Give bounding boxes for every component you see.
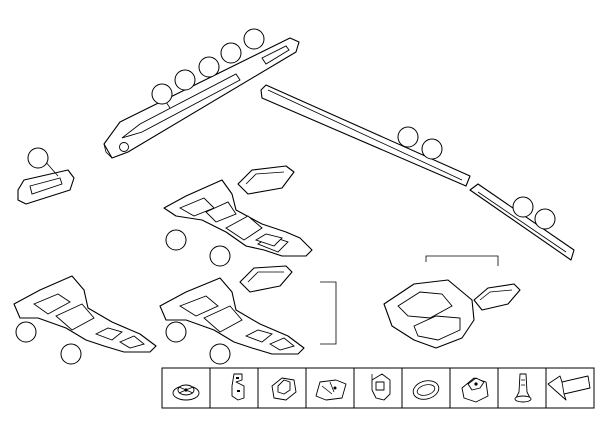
callout-c3: [198, 56, 220, 78]
bracket-clip-icon: [231, 373, 245, 401]
push-pin-icon: [514, 373, 532, 403]
callout-c1: [151, 83, 173, 109]
callout-c6: [27, 147, 59, 177]
group-bracket: [320, 281, 337, 345]
dashboard-upper-trim: [103, 37, 300, 159]
callout-c5: [243, 28, 265, 50]
fastener-strip: [161, 367, 595, 409]
callout-c14: [60, 343, 82, 365]
storage-cover-lower: [239, 265, 293, 293]
callout-c4: [220, 42, 242, 64]
square-nut-icon: [271, 377, 297, 401]
callout-c10: [534, 208, 556, 230]
callout-c12: [209, 245, 231, 267]
callout-c7: [397, 126, 419, 148]
cupholder-cover: [473, 283, 521, 311]
console-trim-center: [159, 277, 305, 355]
storage-cover-upper: [237, 165, 295, 195]
callout-c2: [174, 69, 196, 91]
arrow-tag-icon: [547, 375, 591, 401]
callout-c9: [512, 196, 534, 218]
small-left-trim: [17, 169, 75, 205]
group-bracket-right: [425, 255, 499, 266]
oval-pad-icon: [412, 380, 440, 400]
long-side-trim: [260, 84, 471, 187]
callout-c8: [421, 138, 443, 160]
spring-clip-icon: [315, 379, 347, 401]
callout-c13: [15, 321, 37, 343]
callout-c16: [209, 343, 231, 365]
hook-clip-icon: [371, 373, 391, 401]
callout-c15: [165, 321, 187, 343]
callout-c11: [165, 229, 187, 251]
cupholder-trim: [383, 279, 475, 349]
callout-group: [15, 28, 556, 365]
console-trim-middle: [163, 179, 313, 257]
expanding-nut-icon: [461, 377, 489, 403]
console-trim-left: [13, 275, 157, 353]
round-clip-icon: [172, 384, 200, 401]
short-side-trim: [469, 183, 575, 261]
